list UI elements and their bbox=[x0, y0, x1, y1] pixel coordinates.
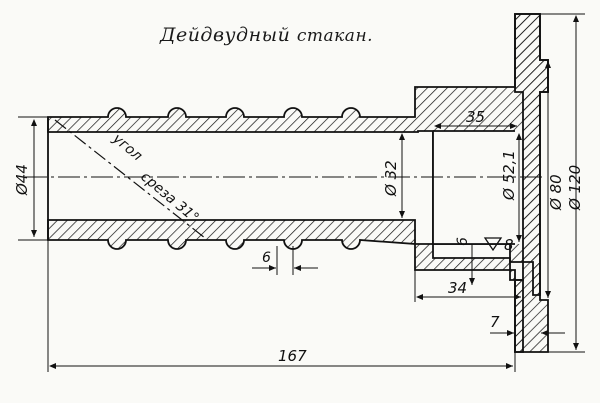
label-6-vertical: 6 bbox=[455, 237, 471, 246]
label-d52: Ø 52,1 bbox=[500, 150, 518, 201]
label-7: 7 bbox=[490, 313, 500, 331]
label-d32: Ø 32 bbox=[382, 160, 400, 197]
label-6-bottom: 6 bbox=[262, 250, 271, 266]
title-sub: стакан. bbox=[296, 26, 374, 46]
surface-finish-icon bbox=[483, 237, 503, 252]
bore-void bbox=[433, 131, 523, 244]
label-d44: Ø44 bbox=[13, 164, 31, 196]
label-35: 35 bbox=[466, 108, 485, 126]
cut-angle-line bbox=[54, 119, 206, 239]
label-167: 167 bbox=[278, 347, 307, 365]
flange-section bbox=[514, 13, 549, 353]
annotation-line1: угол bbox=[109, 130, 145, 164]
title-main: Дейдвудный bbox=[160, 24, 291, 46]
lower-wall-section bbox=[47, 219, 524, 353]
label-d120: Ø 120 bbox=[566, 165, 584, 211]
label-d80: Ø 80 bbox=[547, 174, 565, 211]
label-finish: 8 bbox=[504, 236, 514, 254]
label-34: 34 bbox=[448, 279, 467, 297]
drawing-title: Дейдвудный стакан. bbox=[160, 24, 373, 46]
